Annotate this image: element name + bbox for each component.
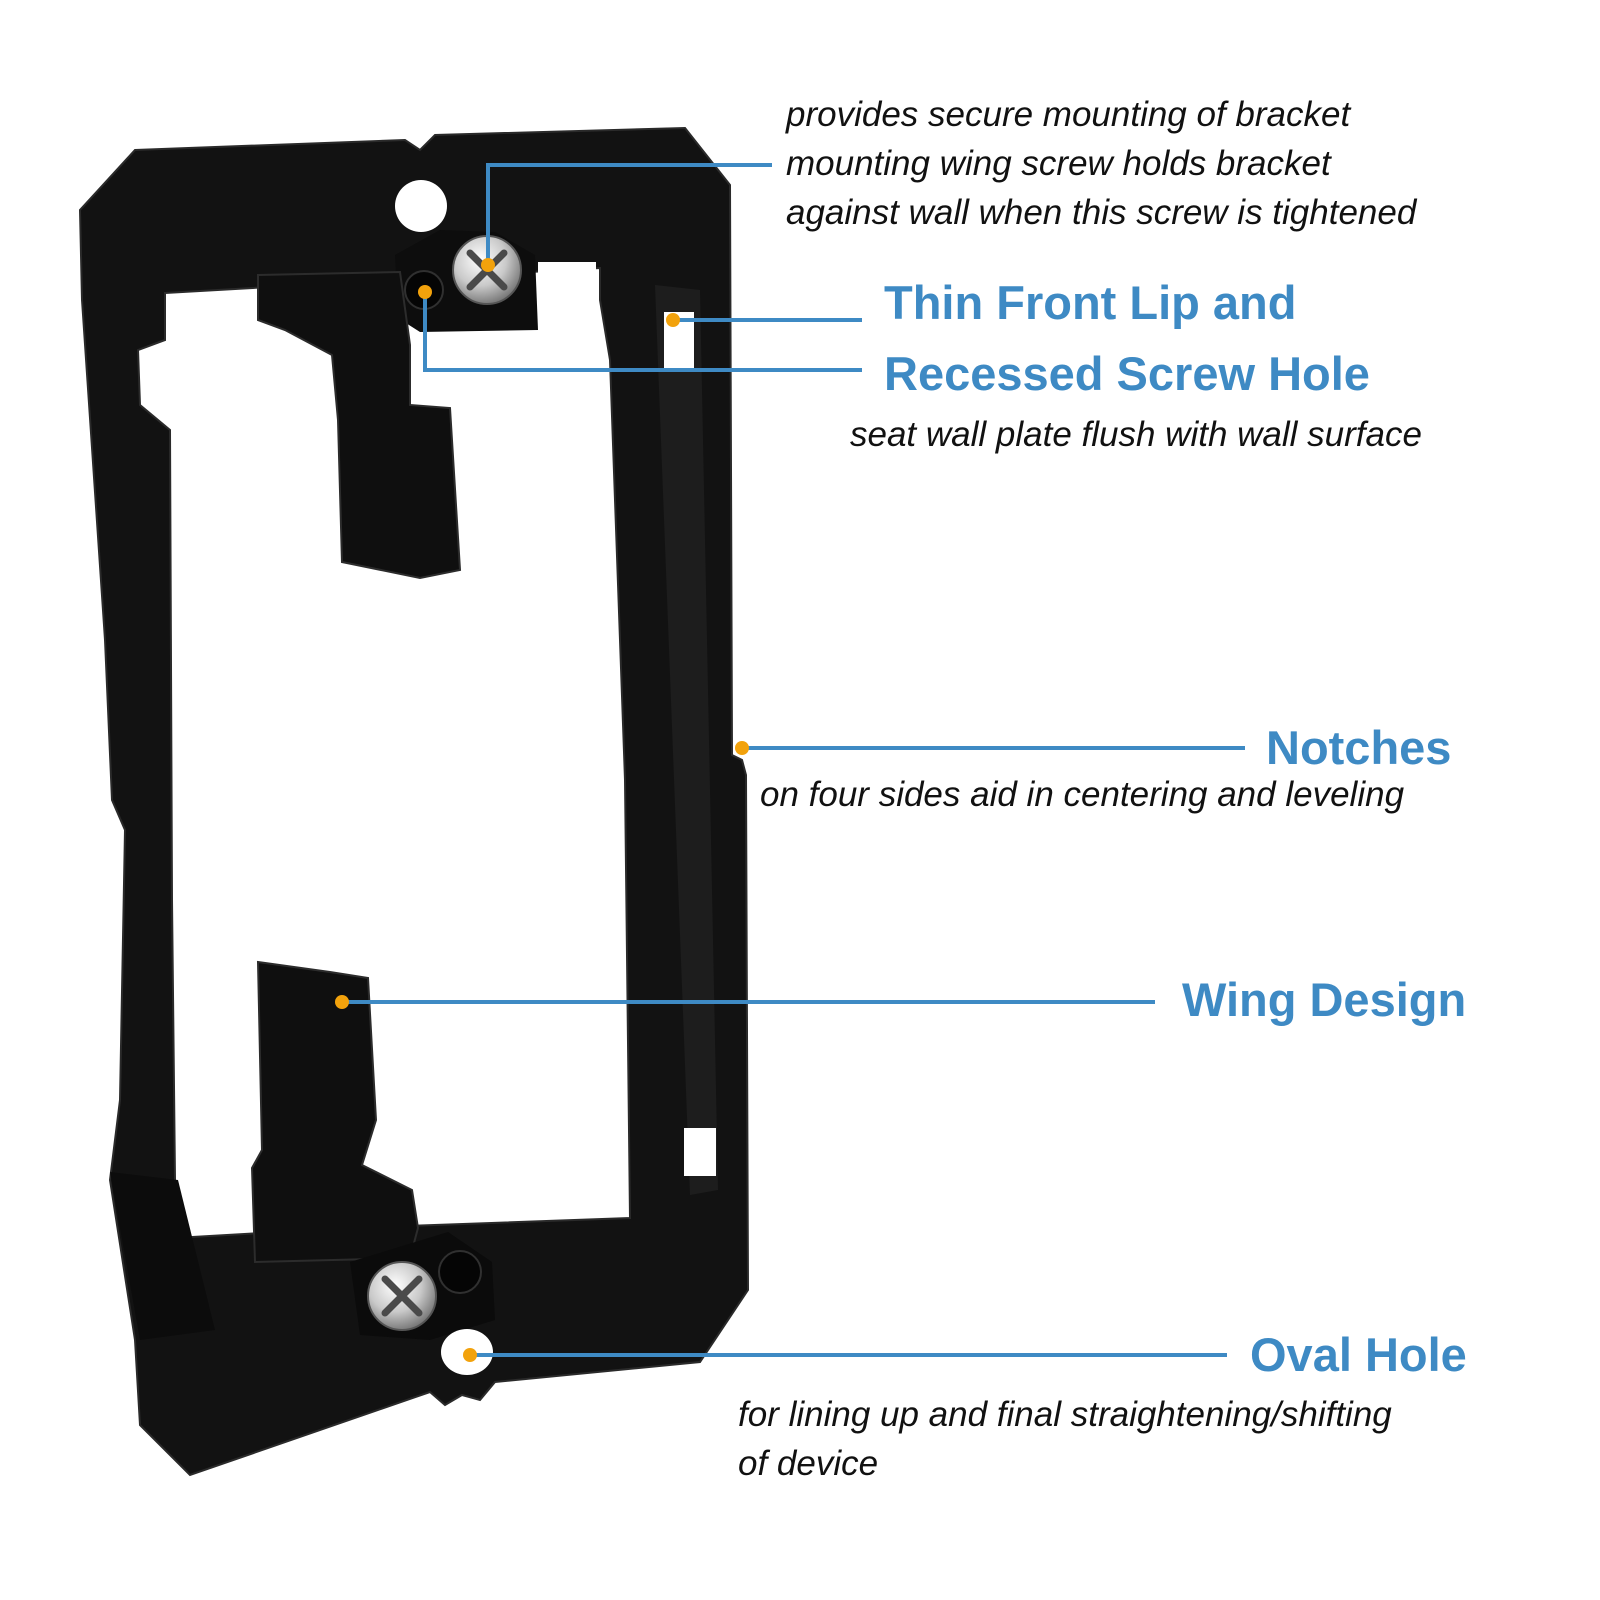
notches-description: on four sides aid in centering and level… [760,775,1405,814]
screw-description-line-1: provides secure mounting of bracket [786,95,1351,134]
lower-left-clip [110,1172,215,1340]
bracket-body [78,126,750,1477]
wing-design-title: Wing Design [1182,973,1467,1026]
recessed-hole-title: Recessed Screw Hole [884,347,1370,400]
callout-line-screw [486,163,772,265]
front-lip-title: Thin Front Lip and [884,276,1297,329]
callout-dot-oval [463,1348,477,1362]
screw-description-line-2: mounting wing screw holds bracket [786,144,1331,183]
notches-title: Notches [1266,721,1452,774]
callout-dots [335,258,749,1362]
bracket-frame [78,126,750,1477]
top-round-hole [395,180,447,232]
callout-dot-notches [735,741,749,755]
oval-hole-title: Oval Hole [1250,1328,1467,1381]
screw-description-line-3: against wall when this screw is tightene… [786,193,1417,232]
lip-hole-description: seat wall plate flush with wall surface [850,415,1422,454]
callout-dot-screw [481,258,495,272]
callout-dot-recessed-hole [418,285,432,299]
oval-hole-description-line-2: of device [738,1444,879,1483]
bottom-screw-icon [367,1261,437,1331]
callout-line-recessed-hole [423,292,862,372]
top-wing [257,270,462,580]
bottom-recessed-hole [438,1250,482,1294]
top-slot [538,262,596,278]
callout-lines [342,163,1245,1357]
bracket-side-rail [655,285,718,1195]
bottom-wing [250,960,420,1264]
callout-dot-front-lip [666,313,680,327]
oval-hole-description-line-1: for lining up and final straightening/sh… [738,1395,1392,1434]
callout-dot-wing [335,995,349,1009]
lower-right-slot [684,1128,716,1176]
